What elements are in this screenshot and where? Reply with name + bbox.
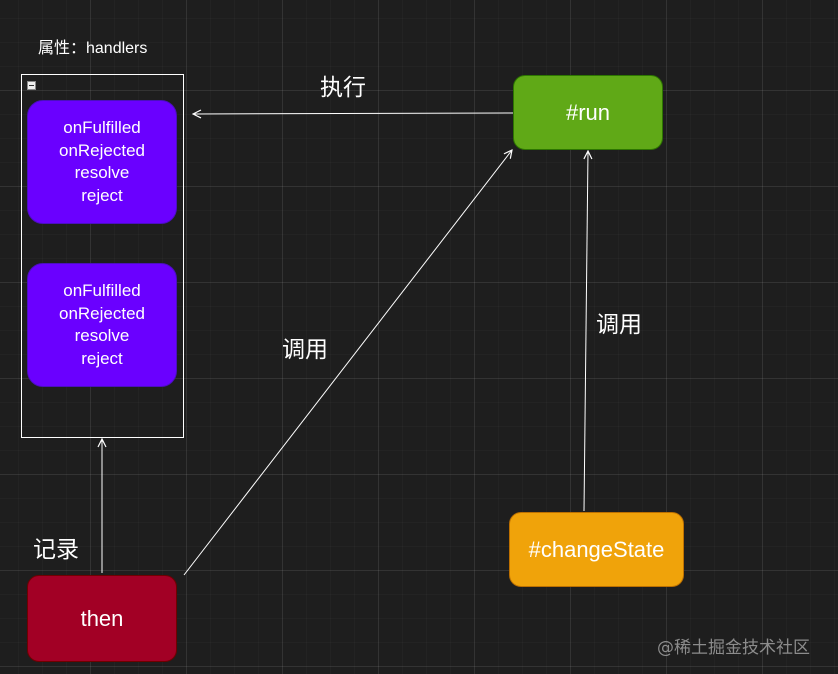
edge-label-call-then: 调用 <box>282 336 328 362</box>
edge-change-state-to-run <box>584 151 588 512</box>
handler-2-line: resolve <box>74 326 130 345</box>
run-node-label: #run <box>565 99 611 125</box>
handler-2-line: onFulfilled <box>63 281 141 300</box>
watermark: @稀土掘金技术社区 <box>657 638 810 658</box>
change-state-node-label: #changeState <box>528 536 665 562</box>
edge-label-execute: 执行 <box>320 74 366 100</box>
run-node[interactable]: #run <box>513 75 663 150</box>
handler-card-2[interactable]: onFulfilled onRejected resolve reject <box>27 263 177 387</box>
handler-2-line: onRejected <box>58 303 145 323</box>
handlers-title: 属性：handlers <box>38 40 148 57</box>
edge-then-to-run <box>183 150 512 576</box>
edge-label-call-change-state: 调用 <box>596 311 642 337</box>
then-node-label: then <box>80 605 124 631</box>
then-node[interactable]: then <box>27 575 177 662</box>
edge-run-to-handlers <box>193 113 514 114</box>
handler-1-line: resolve <box>74 163 130 182</box>
change-state-node[interactable]: #changeState <box>509 512 684 587</box>
handler-2-line: reject <box>81 348 123 368</box>
handler-1-line: onRejected <box>58 140 145 160</box>
handler-1-line: onFulfilled <box>63 118 141 137</box>
collapse-icon[interactable] <box>27 81 36 90</box>
handlers-container[interactable] <box>21 74 184 438</box>
handler-card-1[interactable]: onFulfilled onRejected resolve reject <box>27 100 177 224</box>
edge-label-record: 记录 <box>33 536 79 562</box>
handler-1-line: reject <box>81 185 123 205</box>
